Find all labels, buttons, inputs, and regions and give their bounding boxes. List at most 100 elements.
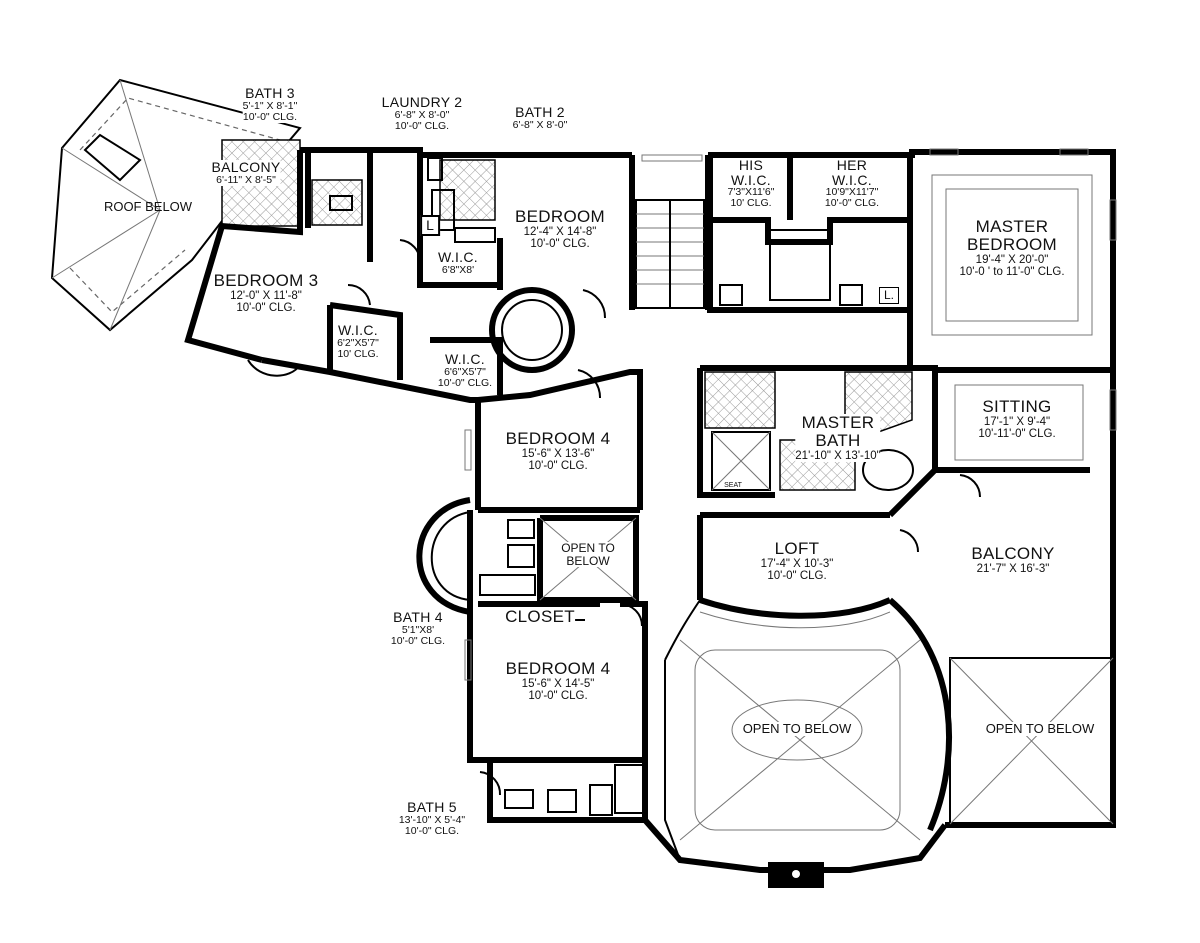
bedroom3-name: BEDROOM 3: [213, 271, 319, 290]
staircase: [635, 199, 705, 309]
her-wic-label: HER W.I.C. 10'9"X11'7" 10'-0" CLG.: [824, 157, 880, 210]
open-right-label: OPEN TO BELOW: [985, 721, 1095, 736]
balcony-big-label: BALCONY 21'-7" X 16'-3": [971, 544, 1055, 575]
loft-dim: 17'-4" X 10'-3": [760, 557, 834, 570]
bedroom4-top-dim: 15'-6" X 13'-6": [521, 447, 595, 460]
laundry-l-text: L: [426, 217, 434, 233]
sitting-name: SITTING: [982, 397, 1052, 416]
open-small-name2: BELOW: [566, 553, 610, 568]
bath4-dim: 5'1"X8': [401, 623, 435, 636]
sitting-label: SITTING 17'-1" X 9'-4" 10'-11'-0" CLG.: [978, 397, 1056, 440]
bath2-label: BATH 2 6'-8" X 8'-0": [512, 104, 568, 131]
balcony-small-label: BALCONY 6'-11" X 8'-5": [211, 159, 281, 186]
his-wic-dim: 7'3"X11'6": [727, 186, 775, 199]
rotunda: [664, 597, 953, 861]
his-wic-name1: HIS: [738, 157, 764, 173]
bath3-dim: 5'-1" X 8'-1": [242, 99, 298, 112]
wic-a-name: W.I.C.: [438, 249, 478, 265]
bedroom3-dim: 12'-0" X 11'-8": [230, 289, 302, 302]
balcony-big-name: BALCONY: [971, 544, 1055, 563]
her-wic-dim: 10'9"X11'7": [825, 186, 879, 199]
wic-b-clg: 10' CLG.: [337, 347, 379, 360]
master-bath-name1: MASTER: [801, 413, 875, 432]
bedroom4-bottom-dim: 15'-6" X 14'-5": [521, 677, 595, 690]
loft-curve-inner: [699, 611, 891, 629]
sitting-dim: 17'-1" X 9'-4": [983, 415, 1051, 428]
his-wic-name2: W.I.C.: [731, 171, 771, 188]
master-bath-name2: BATH: [815, 430, 861, 450]
bath4-name: BATH 4: [393, 609, 443, 625]
bath5-dim: 13'-10" X 5'-4": [398, 813, 466, 826]
bath5-clg: 10'-0" CLG.: [404, 824, 460, 837]
balcony-small-dim: 6'-11" X 8'-5": [216, 173, 276, 186]
open-right-name: OPEN TO BELOW: [985, 721, 1095, 736]
curved-wall-west: [416, 497, 471, 615]
sitting-tray: [954, 384, 1084, 461]
bedroom-top-label: BEDROOM 12'-4" X 14'-8" 10'-0" CLG.: [515, 208, 605, 250]
roof-below: [50, 78, 302, 332]
her-wic-name1: HER: [836, 157, 868, 173]
master-bath-label: MASTER BATH 21'-10" X 13'-10": [795, 413, 881, 462]
bath2-dim: 6'-8" X 8'-0": [512, 118, 568, 131]
bedroom3-label: BEDROOM 3 12'-0" X 11'-8" 10'-0" CLG.: [213, 271, 319, 314]
master-bedroom-name2: BEDROOM: [967, 234, 1057, 254]
closet-label: CLOSET: [505, 608, 575, 626]
bedroom3-clg: 10'-0" CLG.: [236, 301, 296, 314]
balcony-big-dim: 21'-7" X 16'-3": [976, 562, 1050, 575]
wic-b-name: W.I.C.: [338, 322, 378, 338]
laundry-l-mark: L: [420, 215, 440, 236]
laundry2-dim: 6'-8" X 8'-0": [394, 108, 450, 121]
bedroom4-top-label: BEDROOM 4 15'-6" X 13'-6" 10'-0" CLG.: [505, 429, 611, 472]
wic-b-label: W.I.C. 6'2"X5'7" 10' CLG.: [337, 323, 379, 360]
bedroom4-bottom-label: BEDROOM 4 15'-6" X 14'-5" 10'-0" CLG.: [505, 659, 611, 702]
bedroom4-top-name: BEDROOM 4: [505, 429, 611, 448]
seat-mark: SEAT: [724, 482, 742, 489]
windows: [247, 148, 1117, 888]
roof-below-label: ROOF BELOW: [104, 200, 192, 214]
master-bedroom-label: MASTER BEDROOM 19'-4" X 20'-0" 10'-0 ' t…: [959, 217, 1065, 278]
wic-c-label: W.I.C. 6'6"X5'7" 10'-0" CLG.: [437, 351, 493, 389]
bedroom4-bottom-name: BEDROOM 4: [505, 659, 611, 678]
round-tower: [489, 287, 575, 373]
bath5-label: BATH 5 13'-10" X 5'-4" 10'-0" CLG.: [398, 799, 466, 837]
master-l-mark: L.: [878, 287, 900, 304]
wic-c-dim: 6'6"X5'7": [444, 365, 486, 378]
bath4-label: BATH 4 5'1"X8' 10'-0" CLG.: [390, 609, 446, 647]
closet-name: CLOSET: [505, 607, 575, 626]
master-bedroom-name1: MASTER: [975, 217, 1049, 236]
bath3-name: BATH 3: [245, 85, 295, 101]
bedroom-top-clg: 10'-0" CLG.: [530, 237, 590, 250]
wic-c-name: W.I.C.: [445, 351, 485, 367]
master-bath-dim: 21'-10" X 13'-10": [795, 449, 881, 462]
bedroom4-bottom-clg: 10'-0" CLG.: [528, 689, 588, 702]
bedroom-top-dim: 12'-4" X 14'-8": [523, 225, 597, 238]
laundry2-name: LAUNDRY 2: [381, 94, 463, 110]
her-wic-clg: 10'-0" CLG.: [824, 197, 880, 210]
wic-a-label: W.I.C. 6'8"X8': [438, 250, 478, 276]
open-center-label: OPEN TO BELOW: [742, 721, 852, 736]
seat-text: SEAT: [724, 482, 742, 489]
bath3-tile: [311, 179, 363, 226]
his-wic-clg: 10' CLG.: [730, 197, 772, 210]
sitting-clg: 10'-11'-0" CLG.: [978, 427, 1056, 440]
bedroom-top-name: BEDROOM: [515, 207, 605, 226]
loft-name: LOFT: [774, 539, 820, 558]
loft-label: LOFT 17'-4" X 10'-3" 10'-0" CLG.: [760, 539, 834, 582]
laundry2-label: LAUNDRY 2 6'-8" X 8'-0" 10'-0" CLG.: [381, 94, 463, 132]
wic-b-dim: 6'2"X5'7": [337, 336, 379, 349]
open-small-name1: OPEN TO: [561, 541, 615, 555]
bath3-clg: 10'-0" CLG.: [242, 110, 298, 123]
bath5-name: BATH 5: [407, 799, 457, 815]
bedroom4-top-clg: 10'-0" CLG.: [528, 459, 588, 472]
open-right-area: [949, 657, 1114, 825]
open-center-name: OPEN TO BELOW: [742, 721, 852, 736]
wic-a-dim: 6'8"X8': [441, 263, 475, 276]
master-l-text: L.: [883, 288, 895, 302]
wic-c-clg: 10'-0" CLG.: [437, 376, 493, 389]
master-bedroom-dim: 19'-4" X 20'-0": [975, 253, 1049, 266]
curved-wall-west-inner: [430, 511, 471, 601]
balcony-small-name: BALCONY: [211, 159, 281, 175]
open-small-label: OPEN TO BELOW: [561, 541, 615, 568]
bath2-name: BATH 2: [515, 104, 565, 120]
fixtures: [329, 157, 863, 816]
